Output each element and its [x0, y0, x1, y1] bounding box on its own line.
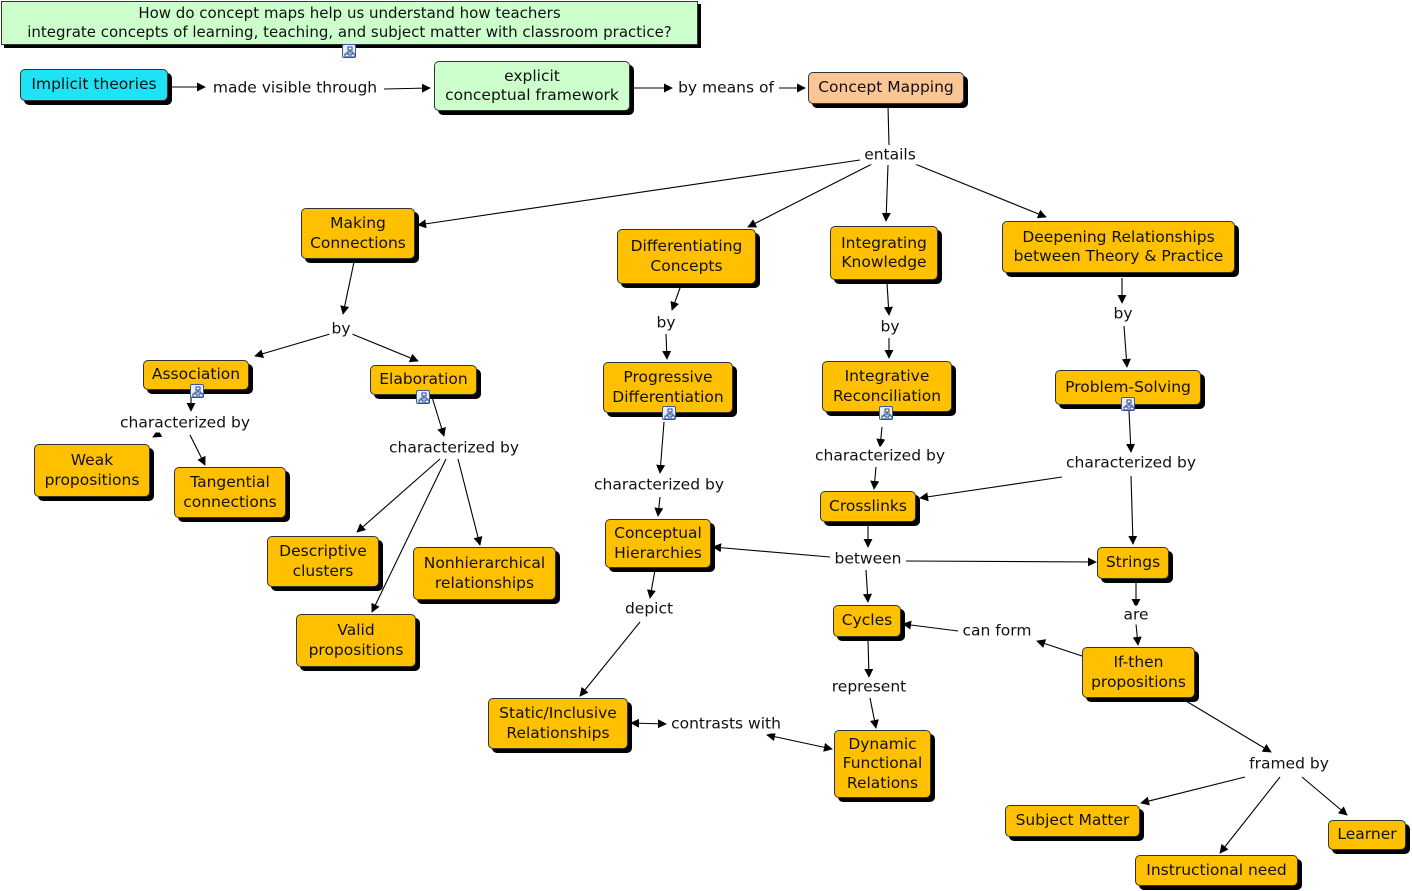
- link-by-deepening[interactable]: by: [1111, 304, 1135, 324]
- link-between[interactable]: between: [832, 549, 904, 569]
- concept-differentiating-concepts[interactable]: Differentiating Concepts: [617, 229, 756, 284]
- link-characterized-by-progressive[interactable]: characterized by: [592, 475, 726, 495]
- link-by-making-connections[interactable]: by: [329, 319, 353, 339]
- concept-nonhierarchical-relationships[interactable]: Nonhierarchical relationships: [413, 547, 556, 600]
- concept-dynamic-functional[interactable]: Dynamic Functional Relations: [834, 730, 931, 798]
- concept-integrating-knowledge[interactable]: Integrating Knowledge: [830, 226, 938, 280]
- submap-icon[interactable]: [416, 390, 430, 404]
- concept-static-inclusive[interactable]: Static/Inclusive Relationships: [488, 698, 628, 749]
- focus-question[interactable]: How do concept maps help us understand h…: [1, 1, 698, 45]
- concept-conceptual-hierarchies[interactable]: Conceptual Hierarchies: [605, 519, 711, 568]
- link-by-integrating[interactable]: by: [878, 317, 902, 337]
- concept-strings[interactable]: Strings: [1097, 547, 1169, 579]
- link-by-differentiating[interactable]: by: [654, 313, 678, 333]
- concept-if-then-propositions[interactable]: If-then propositions: [1082, 647, 1195, 698]
- concept-learner[interactable]: Learner: [1328, 820, 1406, 850]
- submap-icon[interactable]: [190, 384, 204, 398]
- link-framed-by[interactable]: framed by: [1247, 754, 1331, 774]
- concept-descriptive-clusters[interactable]: Descriptive clusters: [267, 536, 379, 587]
- link-characterized-by-problem-solving[interactable]: characterized by: [1064, 453, 1198, 473]
- submap-icon[interactable]: [1121, 397, 1135, 411]
- concept-subject-matter[interactable]: Subject Matter: [1005, 805, 1140, 837]
- concept-weak-propositions[interactable]: Weak propositions: [34, 444, 150, 497]
- concept-cycles[interactable]: Cycles: [833, 605, 901, 637]
- link-represent[interactable]: represent: [829, 677, 909, 697]
- submap-icon[interactable]: [879, 406, 893, 420]
- concept-tangential-connections[interactable]: Tangential connections: [174, 467, 286, 518]
- link-contrasts-with[interactable]: contrasts with: [669, 714, 783, 734]
- concept-progressive-differentiation[interactable]: Progressive Differentiation: [603, 362, 733, 413]
- link-are[interactable]: are: [1121, 605, 1151, 625]
- concept-crosslinks[interactable]: Crosslinks: [820, 491, 916, 522]
- concept-concept-mapping[interactable]: Concept Mapping: [808, 72, 964, 104]
- concept-elaboration[interactable]: Elaboration: [370, 365, 477, 395]
- link-characterized-by-integrative[interactable]: characterized by: [813, 446, 947, 466]
- link-characterized-by-elaboration[interactable]: characterized by: [387, 438, 521, 458]
- link-made-visible-through[interactable]: made visible through: [210, 78, 380, 98]
- concept-instructional-need[interactable]: Instructional need: [1135, 855, 1298, 886]
- link-can-form[interactable]: can form: [960, 621, 1034, 641]
- submap-icon[interactable]: [662, 406, 676, 420]
- concept-integrative-reconciliation[interactable]: Integrative Reconciliation: [822, 361, 952, 412]
- concept-making-connections[interactable]: Making Connections: [301, 208, 415, 259]
- concept-implicit-theories[interactable]: Implicit theories: [20, 69, 168, 101]
- link-by-means-of[interactable]: by means of: [676, 78, 776, 98]
- concept-deepening-relationships[interactable]: Deepening Relationships between Theory &…: [1002, 221, 1235, 273]
- link-characterized-by-association[interactable]: characterized by: [118, 413, 252, 433]
- concept-explicit-framework[interactable]: explicit conceptual framework: [434, 61, 630, 111]
- link-depict[interactable]: depict: [622, 599, 676, 619]
- link-entails[interactable]: entails: [862, 145, 918, 165]
- concept-valid-propositions[interactable]: Valid propositions: [296, 614, 416, 667]
- submap-icon[interactable]: [342, 44, 356, 58]
